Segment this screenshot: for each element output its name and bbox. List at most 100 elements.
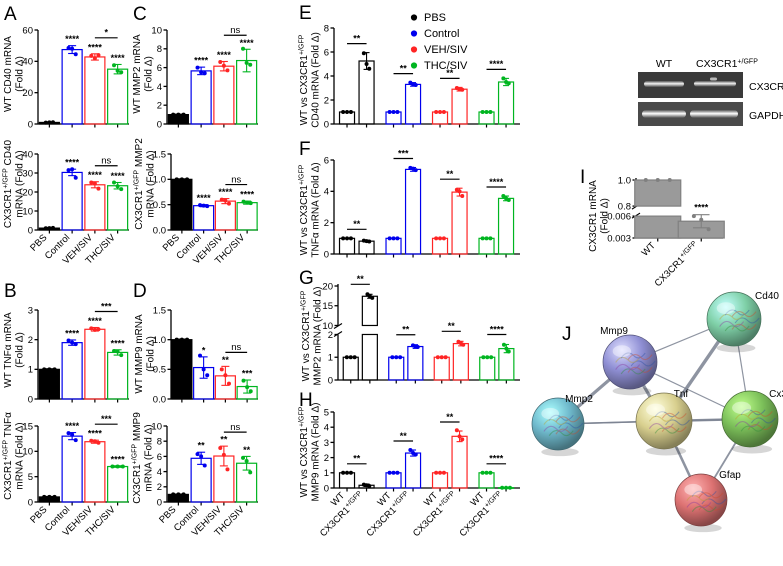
bar xyxy=(478,472,495,489)
data-point xyxy=(245,200,250,205)
node-structure-glyph xyxy=(615,352,656,375)
data-point xyxy=(50,225,55,230)
data-point xyxy=(43,120,48,125)
node-structure-stroke xyxy=(543,419,569,426)
node-structure-stroke xyxy=(751,417,776,424)
data-point xyxy=(47,494,52,499)
data-point xyxy=(348,355,353,360)
panel-label-E: E xyxy=(299,3,312,24)
network-J: Cd40Mmp9Mmp2TnfCx3cr1Gfap xyxy=(531,288,783,538)
y-tick-label: 0 xyxy=(157,119,162,130)
node-structure-stroke xyxy=(648,423,674,430)
data-point xyxy=(415,344,420,349)
y-tick-label: 2 xyxy=(324,218,329,229)
data-point xyxy=(73,175,78,180)
data-point xyxy=(484,110,489,114)
y-tick-label: 1.0 xyxy=(153,335,166,346)
data-point xyxy=(221,452,226,457)
significance-label: **** xyxy=(694,203,709,213)
node-shadow xyxy=(731,444,773,454)
bar xyxy=(431,237,449,255)
y-tick-label: 1.0 xyxy=(618,175,631,186)
data-point xyxy=(501,342,506,347)
data-point xyxy=(460,87,465,92)
y-tick-label: 2 xyxy=(28,335,33,346)
y-tick-label: 10 xyxy=(22,206,33,217)
node-structure-glyph xyxy=(648,411,690,434)
network-node[interactable] xyxy=(721,390,779,454)
node-structure-stroke xyxy=(734,317,760,324)
data-point xyxy=(73,438,78,443)
data-point xyxy=(92,56,97,61)
data-point xyxy=(391,236,396,241)
data-point xyxy=(501,194,506,199)
y-axis-title-B-top: WT TNFα mRNA(Fold Δ) xyxy=(3,312,26,388)
y-tick-label: 1.0 xyxy=(153,175,166,186)
data-point xyxy=(223,198,228,203)
data-point xyxy=(488,110,493,114)
y-tick-label: 4 xyxy=(324,423,329,434)
data-point xyxy=(43,226,48,231)
data-point xyxy=(394,355,399,360)
data-point xyxy=(73,342,78,347)
significance-label: ns xyxy=(230,25,240,36)
data-point xyxy=(47,226,52,231)
network-nodes xyxy=(531,291,779,533)
y-axis-title-line: CX3CR1+/GFP MMP9 xyxy=(132,412,144,504)
node-structure-glyph xyxy=(686,490,727,513)
data-point xyxy=(115,184,120,189)
node-sphere xyxy=(531,397,585,451)
node-label: Cx3cr1 xyxy=(769,389,783,400)
bar xyxy=(433,356,450,381)
data-point xyxy=(96,327,101,332)
network-node[interactable] xyxy=(706,291,762,353)
y-axis-title-line: (Fold Δ) xyxy=(600,198,611,234)
network-node[interactable] xyxy=(635,392,693,456)
significance-label: ** xyxy=(400,63,408,73)
data-point xyxy=(198,353,203,358)
bar xyxy=(479,356,496,381)
data-point xyxy=(481,355,486,360)
data-point xyxy=(364,62,369,66)
node-structure-stroke xyxy=(555,428,581,435)
node-highlight xyxy=(646,403,666,416)
data-point xyxy=(699,217,704,222)
bar-upper xyxy=(361,295,378,327)
bar xyxy=(171,178,193,231)
network-node[interactable] xyxy=(602,334,658,396)
node-structure-stroke xyxy=(724,309,750,316)
network-node[interactable] xyxy=(674,473,728,533)
bar xyxy=(338,237,356,255)
y-axis-title-line: MMP2 mRNA (Fold Δ) xyxy=(313,287,324,386)
bar xyxy=(107,185,129,231)
data-point xyxy=(248,470,253,475)
data-point xyxy=(485,355,490,360)
node-structure-stroke xyxy=(661,426,687,433)
data-point xyxy=(223,373,228,378)
data-point xyxy=(348,236,353,241)
data-point xyxy=(441,110,446,114)
y-axis-title-line: CX3CR1 mRNA xyxy=(588,180,599,252)
y-tick-label: 0 xyxy=(157,497,162,508)
data-point xyxy=(174,337,179,342)
data-point xyxy=(480,236,485,241)
data-point xyxy=(92,181,97,186)
y-tick-label: 20 xyxy=(22,187,33,198)
data-point xyxy=(89,53,94,58)
data-point xyxy=(506,349,511,354)
network-node[interactable] xyxy=(531,397,585,457)
bar xyxy=(107,68,129,125)
x-tick-label: WT xyxy=(640,240,658,258)
significance-label: ** xyxy=(198,441,206,451)
node-shadow xyxy=(716,343,756,353)
data-point xyxy=(70,46,75,51)
bar xyxy=(84,441,106,503)
node-shadow xyxy=(612,386,652,396)
node-structure-stroke xyxy=(627,354,653,361)
